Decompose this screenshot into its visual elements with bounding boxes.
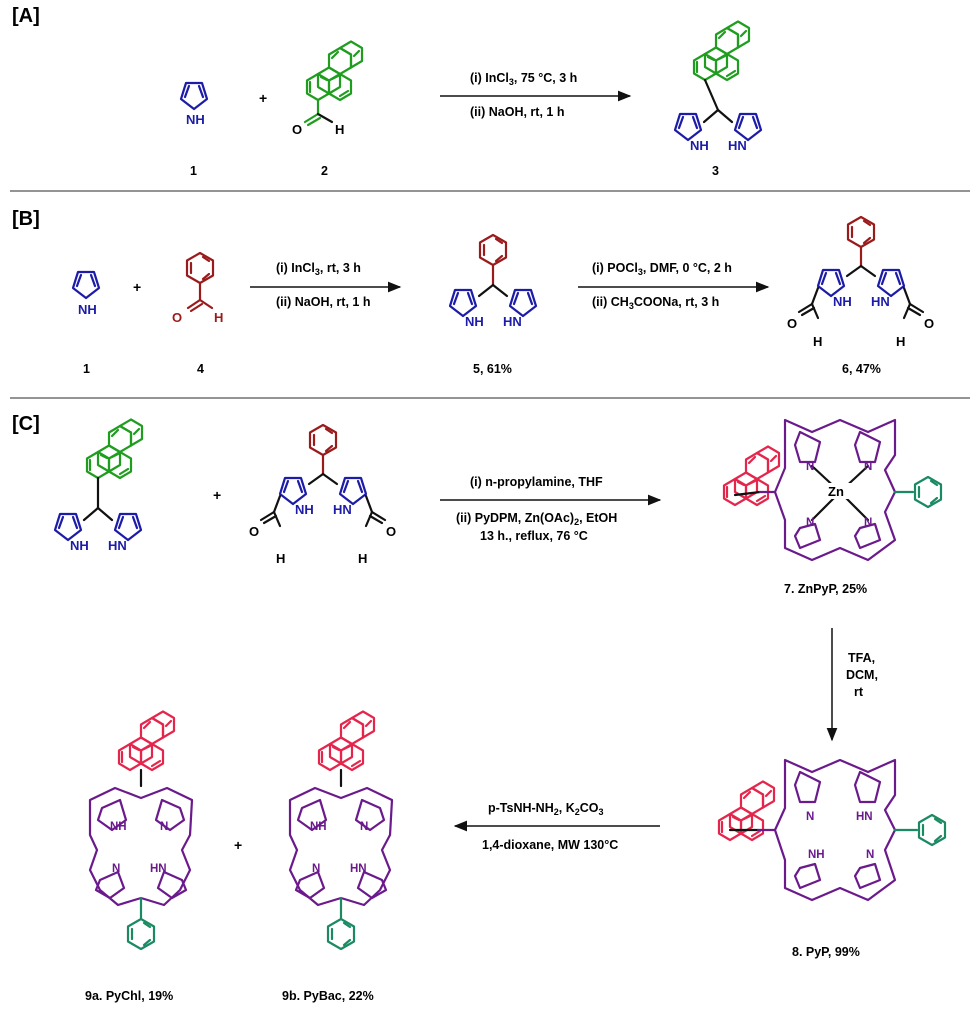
svg-text:1,4-dioxane, MW 130°C: 1,4-dioxane, MW 130°C <box>482 838 618 852</box>
svg-text:N: N <box>864 517 872 529</box>
svg-text:O: O <box>924 316 934 331</box>
svg-text:O: O <box>249 524 259 539</box>
compound-9a-pychl: NH N N HN <box>88 710 194 951</box>
svg-text:NH: NH <box>465 314 484 329</box>
svg-text:p-TsNH-NH2, K2CO3: p-TsNH-NH2, K2CO3 <box>488 801 604 817</box>
plus-sign: + <box>259 90 267 106</box>
label-c-8: 8. PyP, 99% <box>792 945 860 959</box>
svg-text:13 h., reflux, 76 °C: 13 h., reflux, 76 °C <box>480 529 588 543</box>
svg-text:NH: NH <box>808 849 825 861</box>
svg-text:(i) POCl3, DMF, 0 °C, 2 h: (i) POCl3, DMF, 0 °C, 2 h <box>592 261 732 277</box>
svg-text:(ii) NaOH, rt, 1 h: (ii) NaOH, rt, 1 h <box>276 295 370 309</box>
label-c-9a: 9a. PyChl, 19% <box>85 989 173 1003</box>
svg-text:HN: HN <box>350 863 367 875</box>
atom-h: H <box>335 122 344 137</box>
svg-text:O: O <box>172 310 182 325</box>
label-b-6: 6, 47% <box>842 362 881 376</box>
atom-nh: NH <box>186 112 205 127</box>
label-a-1: 1 <box>190 164 197 178</box>
section-a-label: [A] <box>12 5 40 27</box>
label-c-7: 7. ZnPyP, 25% <box>784 582 867 596</box>
svg-text:H: H <box>214 310 223 325</box>
svg-text:N: N <box>312 863 320 875</box>
svg-text:+: + <box>234 837 242 853</box>
svg-text:TFA,: TFA, <box>848 651 875 665</box>
svg-text:O: O <box>386 524 396 539</box>
label-b-4: 4 <box>197 362 204 376</box>
atom-o: O <box>292 122 302 137</box>
svg-text:+: + <box>213 487 221 503</box>
svg-text:NH: NH <box>833 294 852 309</box>
svg-text:DCM,: DCM, <box>846 668 878 682</box>
svg-text:H: H <box>813 334 822 349</box>
compound-1-pyrrole-a <box>179 81 209 111</box>
svg-text:N: N <box>866 849 874 861</box>
svg-text:(i) n-propylamine, THF: (i) n-propylamine, THF <box>470 475 603 489</box>
compound-3-pydpm-c: NH HN <box>53 418 144 553</box>
svg-text:HN: HN <box>108 538 127 553</box>
compound-2-pyrene <box>303 40 364 127</box>
label-b-5: 5, 61% <box>473 362 512 376</box>
compound-3-pydpm: NH HN <box>673 20 763 153</box>
svg-text:N: N <box>864 461 872 473</box>
svg-text:N: N <box>160 821 168 833</box>
label-b-1: 1 <box>83 362 90 376</box>
svg-text:H: H <box>896 334 905 349</box>
svg-text:Zn: Zn <box>828 484 844 499</box>
svg-text:HN: HN <box>871 294 890 309</box>
svg-text:H: H <box>276 551 285 566</box>
compound-7-znpyp: N N N N Zn <box>722 418 943 562</box>
svg-text:HN: HN <box>150 863 167 875</box>
svg-text:NH: NH <box>110 821 127 833</box>
svg-text:(i) InCl3, 75 °C, 3 h: (i) InCl3, 75 °C, 3 h <box>470 71 577 87</box>
compound-8-pyp: N HN NH N <box>717 758 947 902</box>
svg-text:N: N <box>112 863 120 875</box>
svg-text:(ii) PyDPM, Zn(OAc)2, EtOH: (ii) PyDPM, Zn(OAc)2, EtOH <box>456 511 617 527</box>
compound-6-diformyl: NH HN O H O H <box>787 215 934 349</box>
svg-text:HN: HN <box>503 314 522 329</box>
section-b-label: [B] <box>12 208 40 230</box>
compound-6-diformyl-c: NH HN O H O H <box>249 423 396 566</box>
section-c-label: [C] <box>12 413 40 435</box>
compound-4-benzaldehyde <box>185 251 215 313</box>
svg-text:N: N <box>806 811 814 823</box>
compound-9b-pybac: NH N N HN <box>288 710 394 951</box>
svg-text:(i) InCl3, rt, 3 h: (i) InCl3, rt, 3 h <box>276 261 361 277</box>
svg-text:HN: HN <box>728 138 747 153</box>
svg-text:NH: NH <box>310 821 327 833</box>
label-c-9b: 9b. PyBac, 22% <box>282 989 374 1003</box>
svg-text:(ii) NaOH, rt, 1 h: (ii) NaOH, rt, 1 h <box>470 105 564 119</box>
svg-text:NH: NH <box>690 138 709 153</box>
svg-text:+: + <box>133 279 141 295</box>
svg-text:N: N <box>806 517 814 529</box>
svg-text:HN: HN <box>856 811 873 823</box>
svg-text:HN: HN <box>333 502 352 517</box>
svg-text:NH: NH <box>78 302 97 317</box>
svg-text:NH: NH <box>70 538 89 553</box>
compound-1-pyrrole-b <box>71 270 101 300</box>
svg-text:N: N <box>806 461 814 473</box>
svg-text:NH: NH <box>295 502 314 517</box>
label-a-3: 3 <box>712 164 719 178</box>
label-a-2: 2 <box>321 164 328 178</box>
svg-text:O: O <box>787 316 797 331</box>
compound-5-dipyrromethane: NH HN <box>448 233 538 329</box>
svg-text:H: H <box>358 551 367 566</box>
svg-text:(ii) CH3COONa, rt, 3 h: (ii) CH3COONa, rt, 3 h <box>592 295 719 311</box>
svg-text:rt: rt <box>854 685 864 699</box>
svg-text:N: N <box>360 821 368 833</box>
